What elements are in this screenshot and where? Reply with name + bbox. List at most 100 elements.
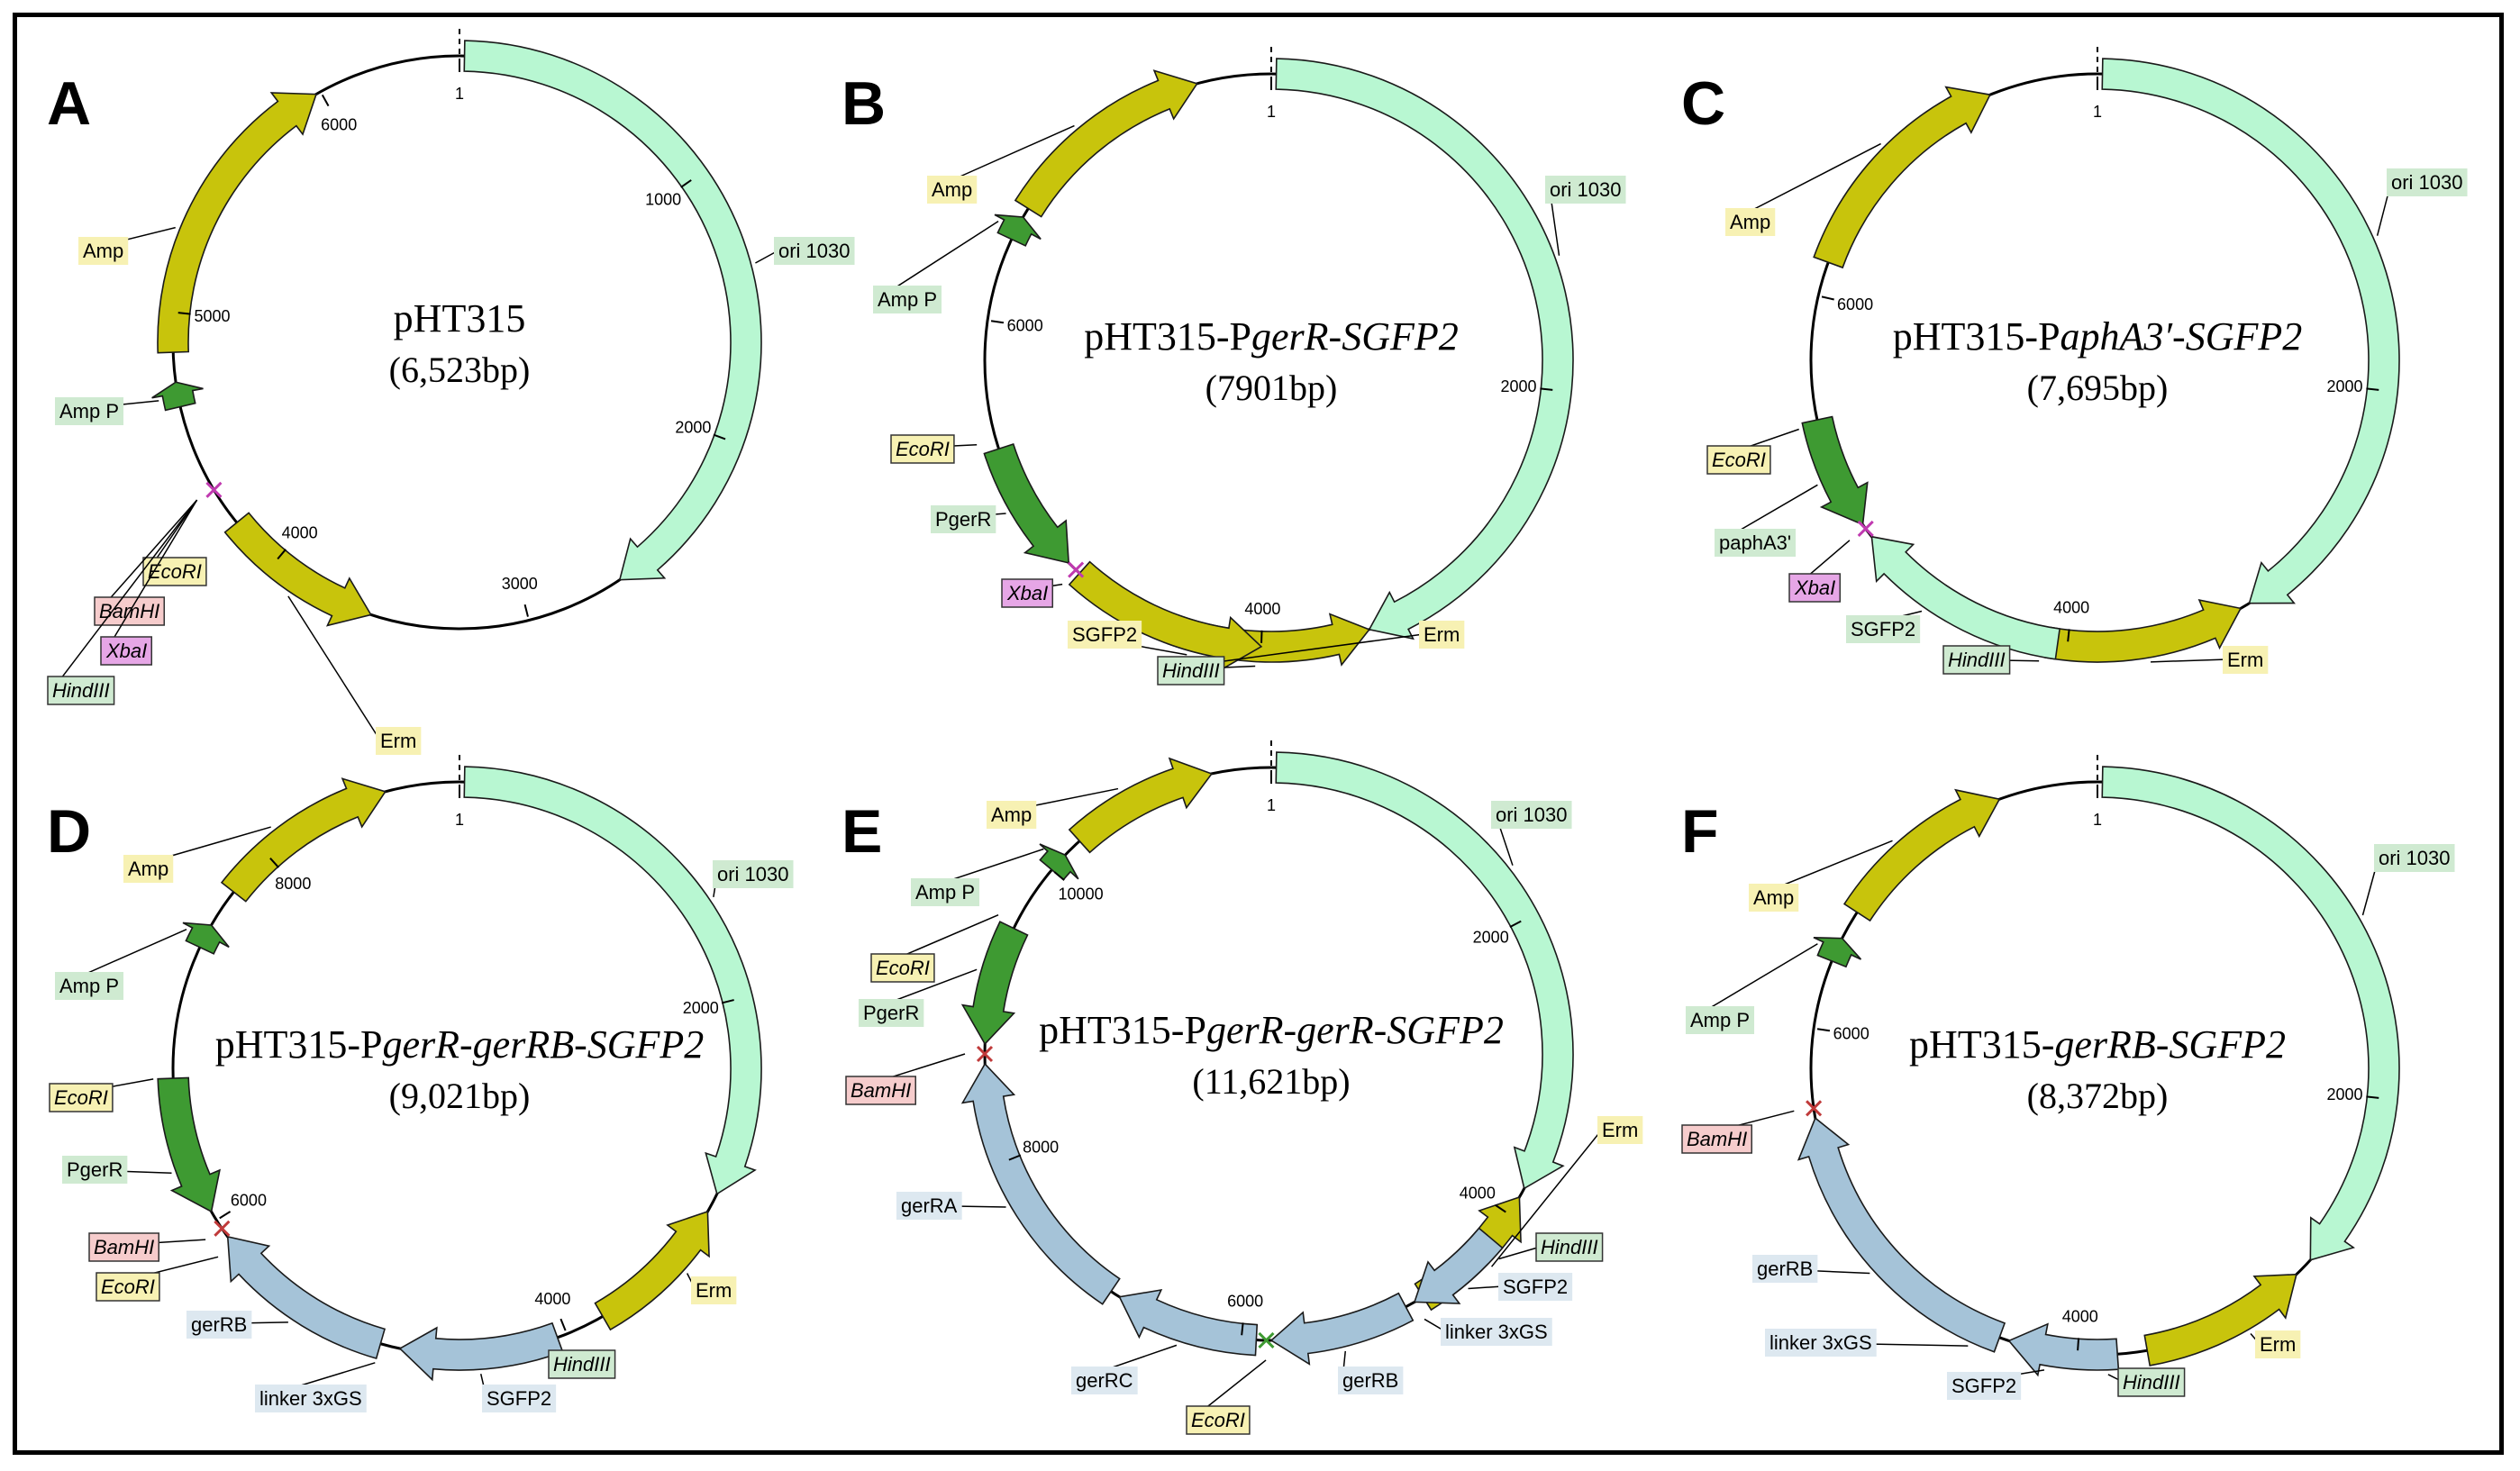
label-hindiii-box xyxy=(2117,1367,2186,1397)
leader-line xyxy=(2151,658,2228,663)
tick-label: 1 xyxy=(1267,103,1276,121)
label-sgfp2: SGFP2 xyxy=(1503,1276,1568,1298)
tick-mark xyxy=(1008,1154,1022,1161)
label-ori-1030-box xyxy=(1545,176,1626,204)
leader-line xyxy=(51,499,198,691)
label-ori-1030-box xyxy=(713,860,794,888)
label-linker-3xgs: linker 3xGS xyxy=(1769,1331,1872,1354)
leader-line xyxy=(287,595,381,741)
leader-line xyxy=(98,499,198,612)
label-hindiii-box xyxy=(548,1349,616,1379)
label-ecori: EcoRI xyxy=(1191,1409,1245,1431)
label-bamhi-box xyxy=(1681,1124,1752,1154)
label-ori-1030-box xyxy=(2374,844,2455,872)
leader-line xyxy=(105,499,198,651)
feature-arrow-amp xyxy=(1014,69,1198,218)
tick-label: 8000 xyxy=(1023,1138,1059,1156)
tick-label: 2000 xyxy=(683,999,719,1017)
label-gerra: gerRA xyxy=(901,1194,958,1217)
label-ecori: EcoRI xyxy=(1712,449,1766,471)
tick-label: 2000 xyxy=(1500,377,1536,395)
label-gerrc-box xyxy=(1071,1367,1138,1394)
tick-label: 6000 xyxy=(1007,317,1043,335)
label-sgfp2-box xyxy=(1068,621,1142,649)
label-ecori: EcoRI xyxy=(896,438,950,460)
label-ecori: EcoRI xyxy=(54,1086,108,1109)
label-xbai: XbaI xyxy=(105,640,147,662)
label-amp: Amp xyxy=(932,178,972,201)
tick-label: 3000 xyxy=(502,575,538,593)
label-pgerr: PgerR xyxy=(935,508,991,531)
panel-letter: F xyxy=(1681,797,1719,866)
label-gerrc: gerRC xyxy=(1076,1369,1133,1392)
feature-arrow-ampp xyxy=(151,381,204,412)
leader-line xyxy=(1468,1285,1504,1290)
tick-mark xyxy=(680,179,692,188)
label-erm: Erm xyxy=(696,1279,732,1302)
label-linker-3xgs: linker 3xGS xyxy=(1445,1321,1548,1343)
plasmid-name: pHT315-gerRB-SGFP2 xyxy=(1909,1022,2286,1067)
label-xbai: XbaI xyxy=(1794,577,1835,599)
label-hindiii-box xyxy=(1157,656,1225,686)
tick-mark xyxy=(1816,1028,1831,1032)
site-marker xyxy=(1857,520,1874,537)
label-gerrb: gerRB xyxy=(1757,1258,1813,1280)
plasmid-name: pHT315-PgerR-gerR-SGFP2 xyxy=(1039,1008,1504,1052)
label-amp-box xyxy=(78,237,129,265)
label-linker-3xgs-box xyxy=(1441,1318,1552,1346)
label-xbai-box xyxy=(1788,573,1842,603)
label-sgfp2: SGFP2 xyxy=(487,1387,551,1410)
label-sgfp2: SGFP2 xyxy=(1851,618,1915,640)
feature-arrow-sgfp2 xyxy=(2007,1322,2120,1377)
label-ecori-box xyxy=(96,1272,160,1302)
tick-label: 6000 xyxy=(321,116,357,134)
label-amp-box xyxy=(1749,884,1799,912)
label-hindiii-box xyxy=(1942,645,2011,675)
feature-arrow-paph xyxy=(1801,415,1869,526)
plasmid-size: (11,621bp) xyxy=(1192,1061,1350,1102)
label-amp: Amp xyxy=(83,240,123,262)
label-sgfp2-box xyxy=(482,1385,557,1412)
tick-label: 2000 xyxy=(2326,1085,2362,1103)
tick-label: 6000 xyxy=(1227,1292,1263,1310)
plasmid-size: (6,523bp) xyxy=(389,350,531,390)
tick-label: 4000 xyxy=(1460,1184,1496,1202)
label-amp: Amp xyxy=(128,858,168,880)
tick-label: 10000 xyxy=(1059,885,1104,903)
feature-arrow-ampp xyxy=(994,213,1042,247)
label-bamhi-box xyxy=(845,1076,916,1105)
tick-label: 2000 xyxy=(675,418,711,436)
label-ori-1030: ori 1030 xyxy=(1496,804,1568,826)
label-amp-p: Amp P xyxy=(59,400,119,422)
tick-mark xyxy=(721,999,734,1004)
tick-mark xyxy=(990,320,1005,324)
label-ori-1030: ori 1030 xyxy=(778,240,851,262)
feature-arrow-pger xyxy=(157,1076,221,1213)
tick-label: 6000 xyxy=(1837,295,1873,313)
tick-mark xyxy=(1821,295,1834,301)
tick-mark xyxy=(269,857,280,868)
label-ecori-box xyxy=(870,953,935,983)
feature-arrow-ampp xyxy=(1813,936,1862,968)
label-erm-box xyxy=(1419,621,1465,649)
label-papha3-box xyxy=(1715,529,1797,557)
label-gerrb: gerRB xyxy=(1342,1369,1398,1392)
tick-label: 2000 xyxy=(1473,928,1509,946)
feature-arrow-ori xyxy=(463,40,762,581)
tick-mark xyxy=(1495,1203,1506,1213)
label-ori-1030-box xyxy=(2387,168,2468,196)
label-sgfp2-box xyxy=(1947,1372,2022,1400)
tick-label: 6000 xyxy=(1833,1025,1870,1043)
label-gerrb-box xyxy=(186,1311,252,1339)
label-linker-3xgs-box xyxy=(1765,1329,1877,1357)
feature-arrow-gerra xyxy=(960,1062,1121,1305)
label-ecori-box xyxy=(142,557,207,586)
site-marker xyxy=(976,1045,994,1063)
label-ecori-box xyxy=(1706,445,1771,475)
feature-arrow-ori xyxy=(1275,58,1574,640)
tick-label: 2000 xyxy=(2326,377,2362,395)
label-ecori-box xyxy=(890,434,955,464)
